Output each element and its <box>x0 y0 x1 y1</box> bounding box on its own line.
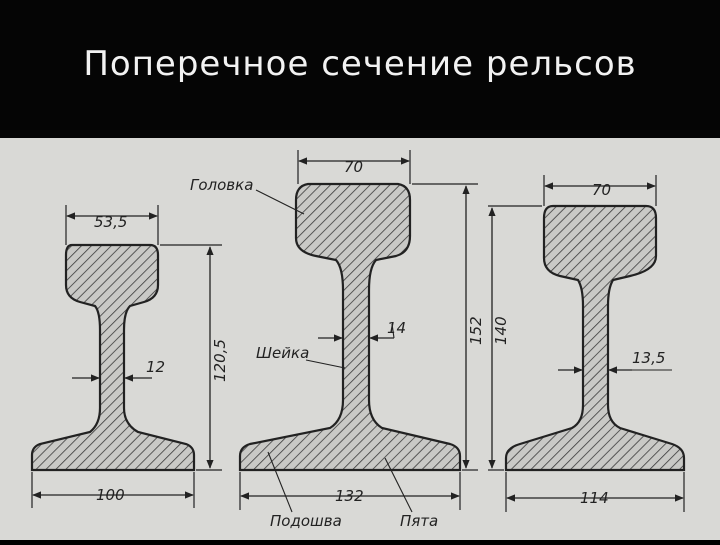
rail-small-profile <box>30 243 196 472</box>
rail-right: 70 13,5 140 114 <box>488 175 686 512</box>
title-bar: Поперечное сечение рельсов <box>0 0 720 138</box>
rail-right-head-width: 70 <box>592 181 611 199</box>
label-base: Подошва <box>270 512 342 530</box>
rail-middle-head-width: 70 <box>344 158 363 176</box>
label-web: Шейка <box>256 344 309 362</box>
rail-small-base-width: 100 <box>96 486 125 504</box>
rail-middle-base-width: 132 <box>335 487 364 505</box>
rail-small: 53,5 12 120,5 100 <box>30 205 229 508</box>
rail-middle-height: 152 <box>467 316 485 345</box>
rail-middle-web-thickness: 14 <box>387 319 406 337</box>
rail-middle-profile <box>238 182 462 472</box>
drawing-svg: 53,5 12 120,5 100 70 Головка 14 Шейка <box>0 138 720 540</box>
rail-middle: 70 Головка 14 Шейка 152 132 Подошва Пята <box>190 150 485 530</box>
rail-right-base-width: 114 <box>580 489 609 507</box>
rail-right-profile <box>504 204 686 472</box>
rail-small-height: 120,5 <box>211 339 229 382</box>
label-foot: Пята <box>400 512 438 530</box>
rail-small-web-thickness: 12 <box>146 358 165 376</box>
rail-small-head-width: 53,5 <box>94 213 127 231</box>
rail-right-height: 140 <box>492 316 510 345</box>
label-head: Головка <box>190 176 253 194</box>
slide-title: Поперечное сечение рельсов <box>83 44 637 84</box>
rail-right-web-thickness: 13,5 <box>632 349 665 367</box>
rail-cross-section-drawing: 53,5 12 120,5 100 70 Головка 14 Шейка <box>0 138 720 540</box>
